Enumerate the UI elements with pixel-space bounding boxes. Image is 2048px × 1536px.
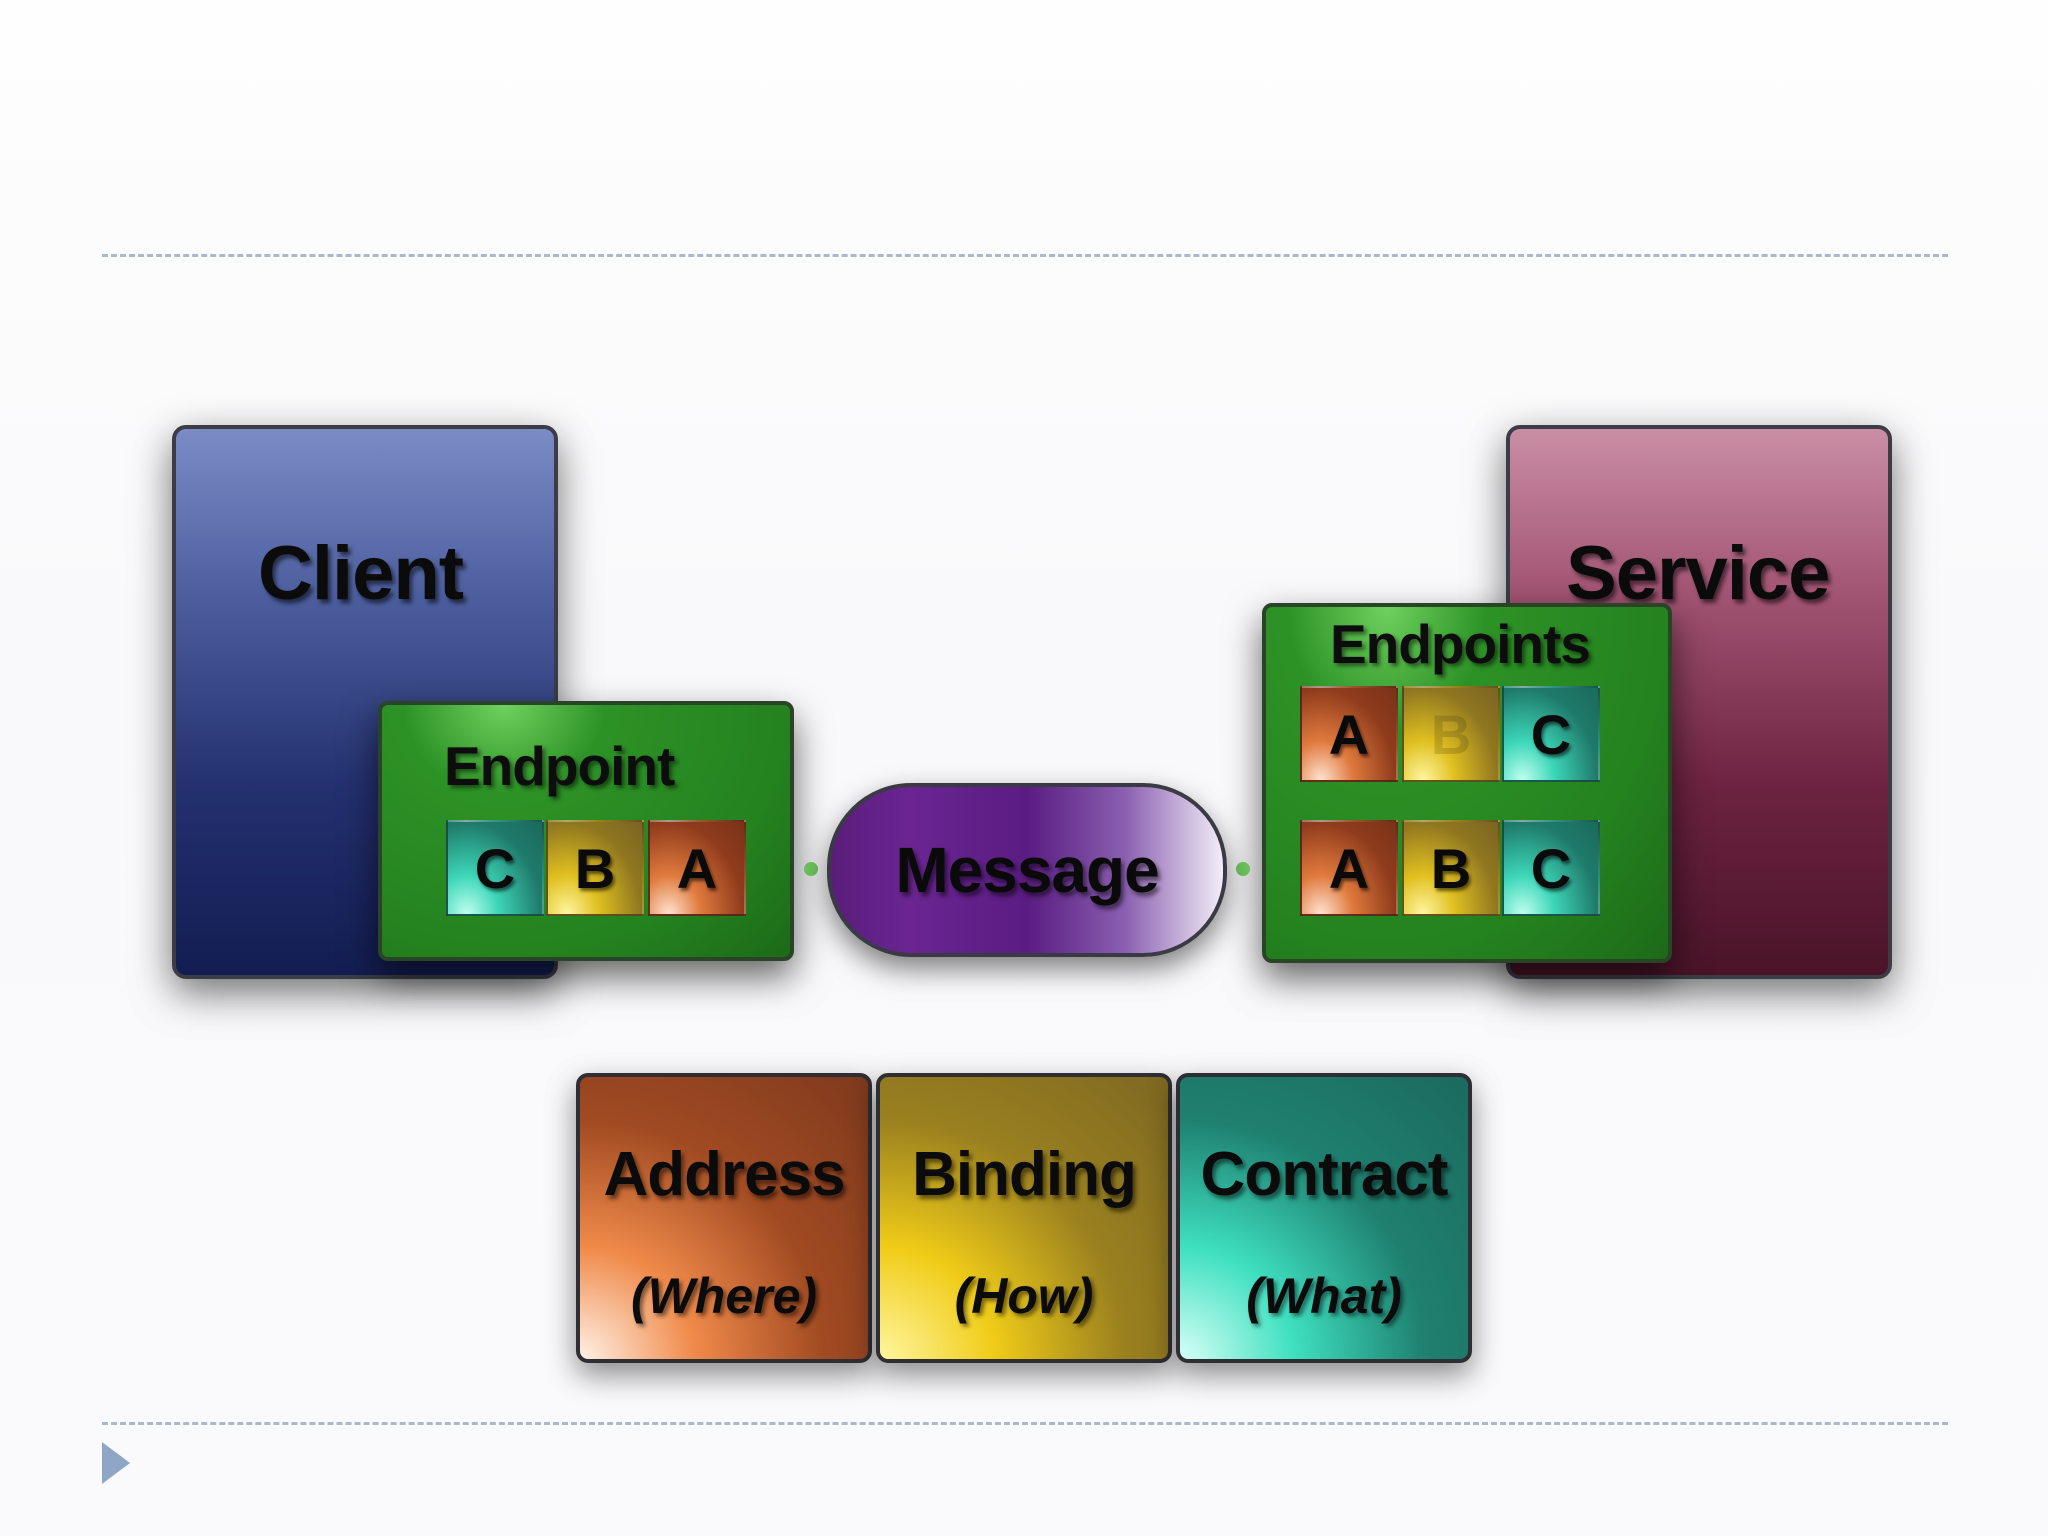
bottom-divider [102,1422,1948,1425]
address-box: Address (Where) [576,1073,872,1363]
message-label: Message [895,834,1159,906]
binding-box: Binding (How) [876,1073,1172,1363]
service-endpoint-row1-tile-a: A [1300,686,1398,782]
service-endpoint-row2-tile-c: C [1502,820,1600,916]
play-triangle-icon[interactable] [102,1442,130,1484]
service-endpoint-row1-tile-b: B [1402,686,1500,782]
right-connector-dot [1236,862,1250,876]
contract-subtitle: (What) [1246,1268,1402,1324]
left-connector-dot [804,862,818,876]
contract-box: Contract (What) [1176,1073,1472,1363]
client-endpoint-tile-b: B [546,820,644,916]
service-endpoint-row2-tile-a: A [1300,820,1398,916]
binding-subtitle: (How) [954,1268,1094,1324]
message-pill: Message [827,783,1227,957]
top-divider [102,254,1948,257]
service-endpoint-row2-tile-b: B [1402,820,1500,916]
client-label: Client [258,531,464,616]
contract-title: Contract [1200,1140,1449,1209]
service-label: Service [1566,531,1830,616]
address-title: Address [603,1140,845,1209]
client-endpoint-tile-c: C [446,820,544,916]
binding-title: Binding [912,1140,1137,1209]
client-endpoint-label: Endpoint [444,735,675,797]
client-endpoint-tile-a: A [648,820,746,916]
service-endpoints-label: Endpoints [1330,613,1591,675]
service-endpoint-row1-tile-c: C [1502,686,1600,782]
address-subtitle: (Where) [630,1268,818,1324]
